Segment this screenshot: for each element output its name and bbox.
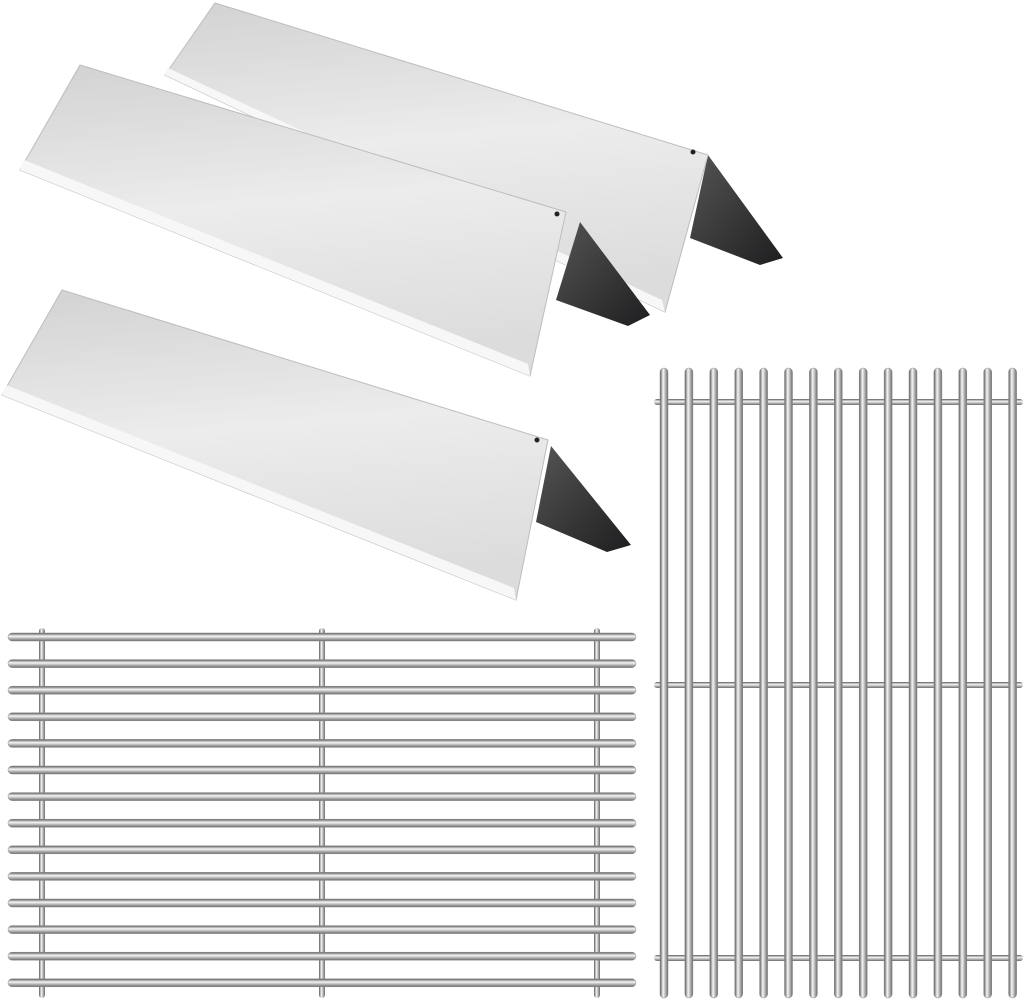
grate-rod bbox=[7, 818, 637, 828]
grate-crossbar bbox=[39, 628, 45, 998]
grate-rod bbox=[883, 367, 893, 999]
bar-hole bbox=[534, 437, 540, 443]
grate-rod bbox=[7, 765, 637, 775]
grate-rod bbox=[858, 367, 868, 999]
grate-rod bbox=[7, 659, 637, 668]
bar-lip bbox=[20, 160, 530, 376]
bar-end-shadow bbox=[690, 155, 783, 265]
grate-rod bbox=[7, 978, 637, 988]
grate-rod bbox=[834, 367, 843, 999]
grate-rod bbox=[684, 367, 694, 999]
grate-rod bbox=[7, 845, 637, 855]
grate-crossbar bbox=[594, 628, 600, 998]
grate-rod bbox=[908, 367, 918, 999]
bar-lip bbox=[2, 385, 516, 600]
grate-rod bbox=[7, 739, 637, 748]
bar-end-shadow bbox=[556, 222, 650, 326]
grate-rod bbox=[1008, 367, 1017, 999]
grate-rod bbox=[784, 367, 793, 999]
grate-rod bbox=[759, 367, 768, 999]
grate-crossbar bbox=[319, 628, 325, 998]
grate-rod bbox=[7, 951, 637, 961]
grate-rod bbox=[958, 367, 968, 999]
bar-hole bbox=[690, 149, 696, 155]
grate-rod bbox=[7, 898, 637, 908]
grate-rod bbox=[809, 367, 818, 999]
grate-rod bbox=[933, 367, 943, 999]
grate-rod bbox=[659, 367, 669, 999]
grate-rod bbox=[7, 632, 637, 642]
cooking-grate-vertical bbox=[654, 367, 1023, 999]
grate-rod bbox=[7, 712, 637, 722]
bar-end-shadow bbox=[536, 446, 631, 552]
grate-rod bbox=[983, 367, 992, 999]
bar-hole bbox=[554, 211, 560, 217]
flavorizer-bar bbox=[19, 64, 650, 377]
grate-rod bbox=[7, 872, 637, 881]
grate-rod bbox=[709, 367, 719, 999]
flavorizer-bar bbox=[1, 289, 631, 601]
grate-rod bbox=[7, 685, 637, 695]
grate-rod bbox=[734, 367, 743, 999]
cooking-grate-horizontal bbox=[7, 628, 637, 998]
grate-rod bbox=[7, 925, 637, 934]
grate-rod bbox=[7, 792, 637, 801]
